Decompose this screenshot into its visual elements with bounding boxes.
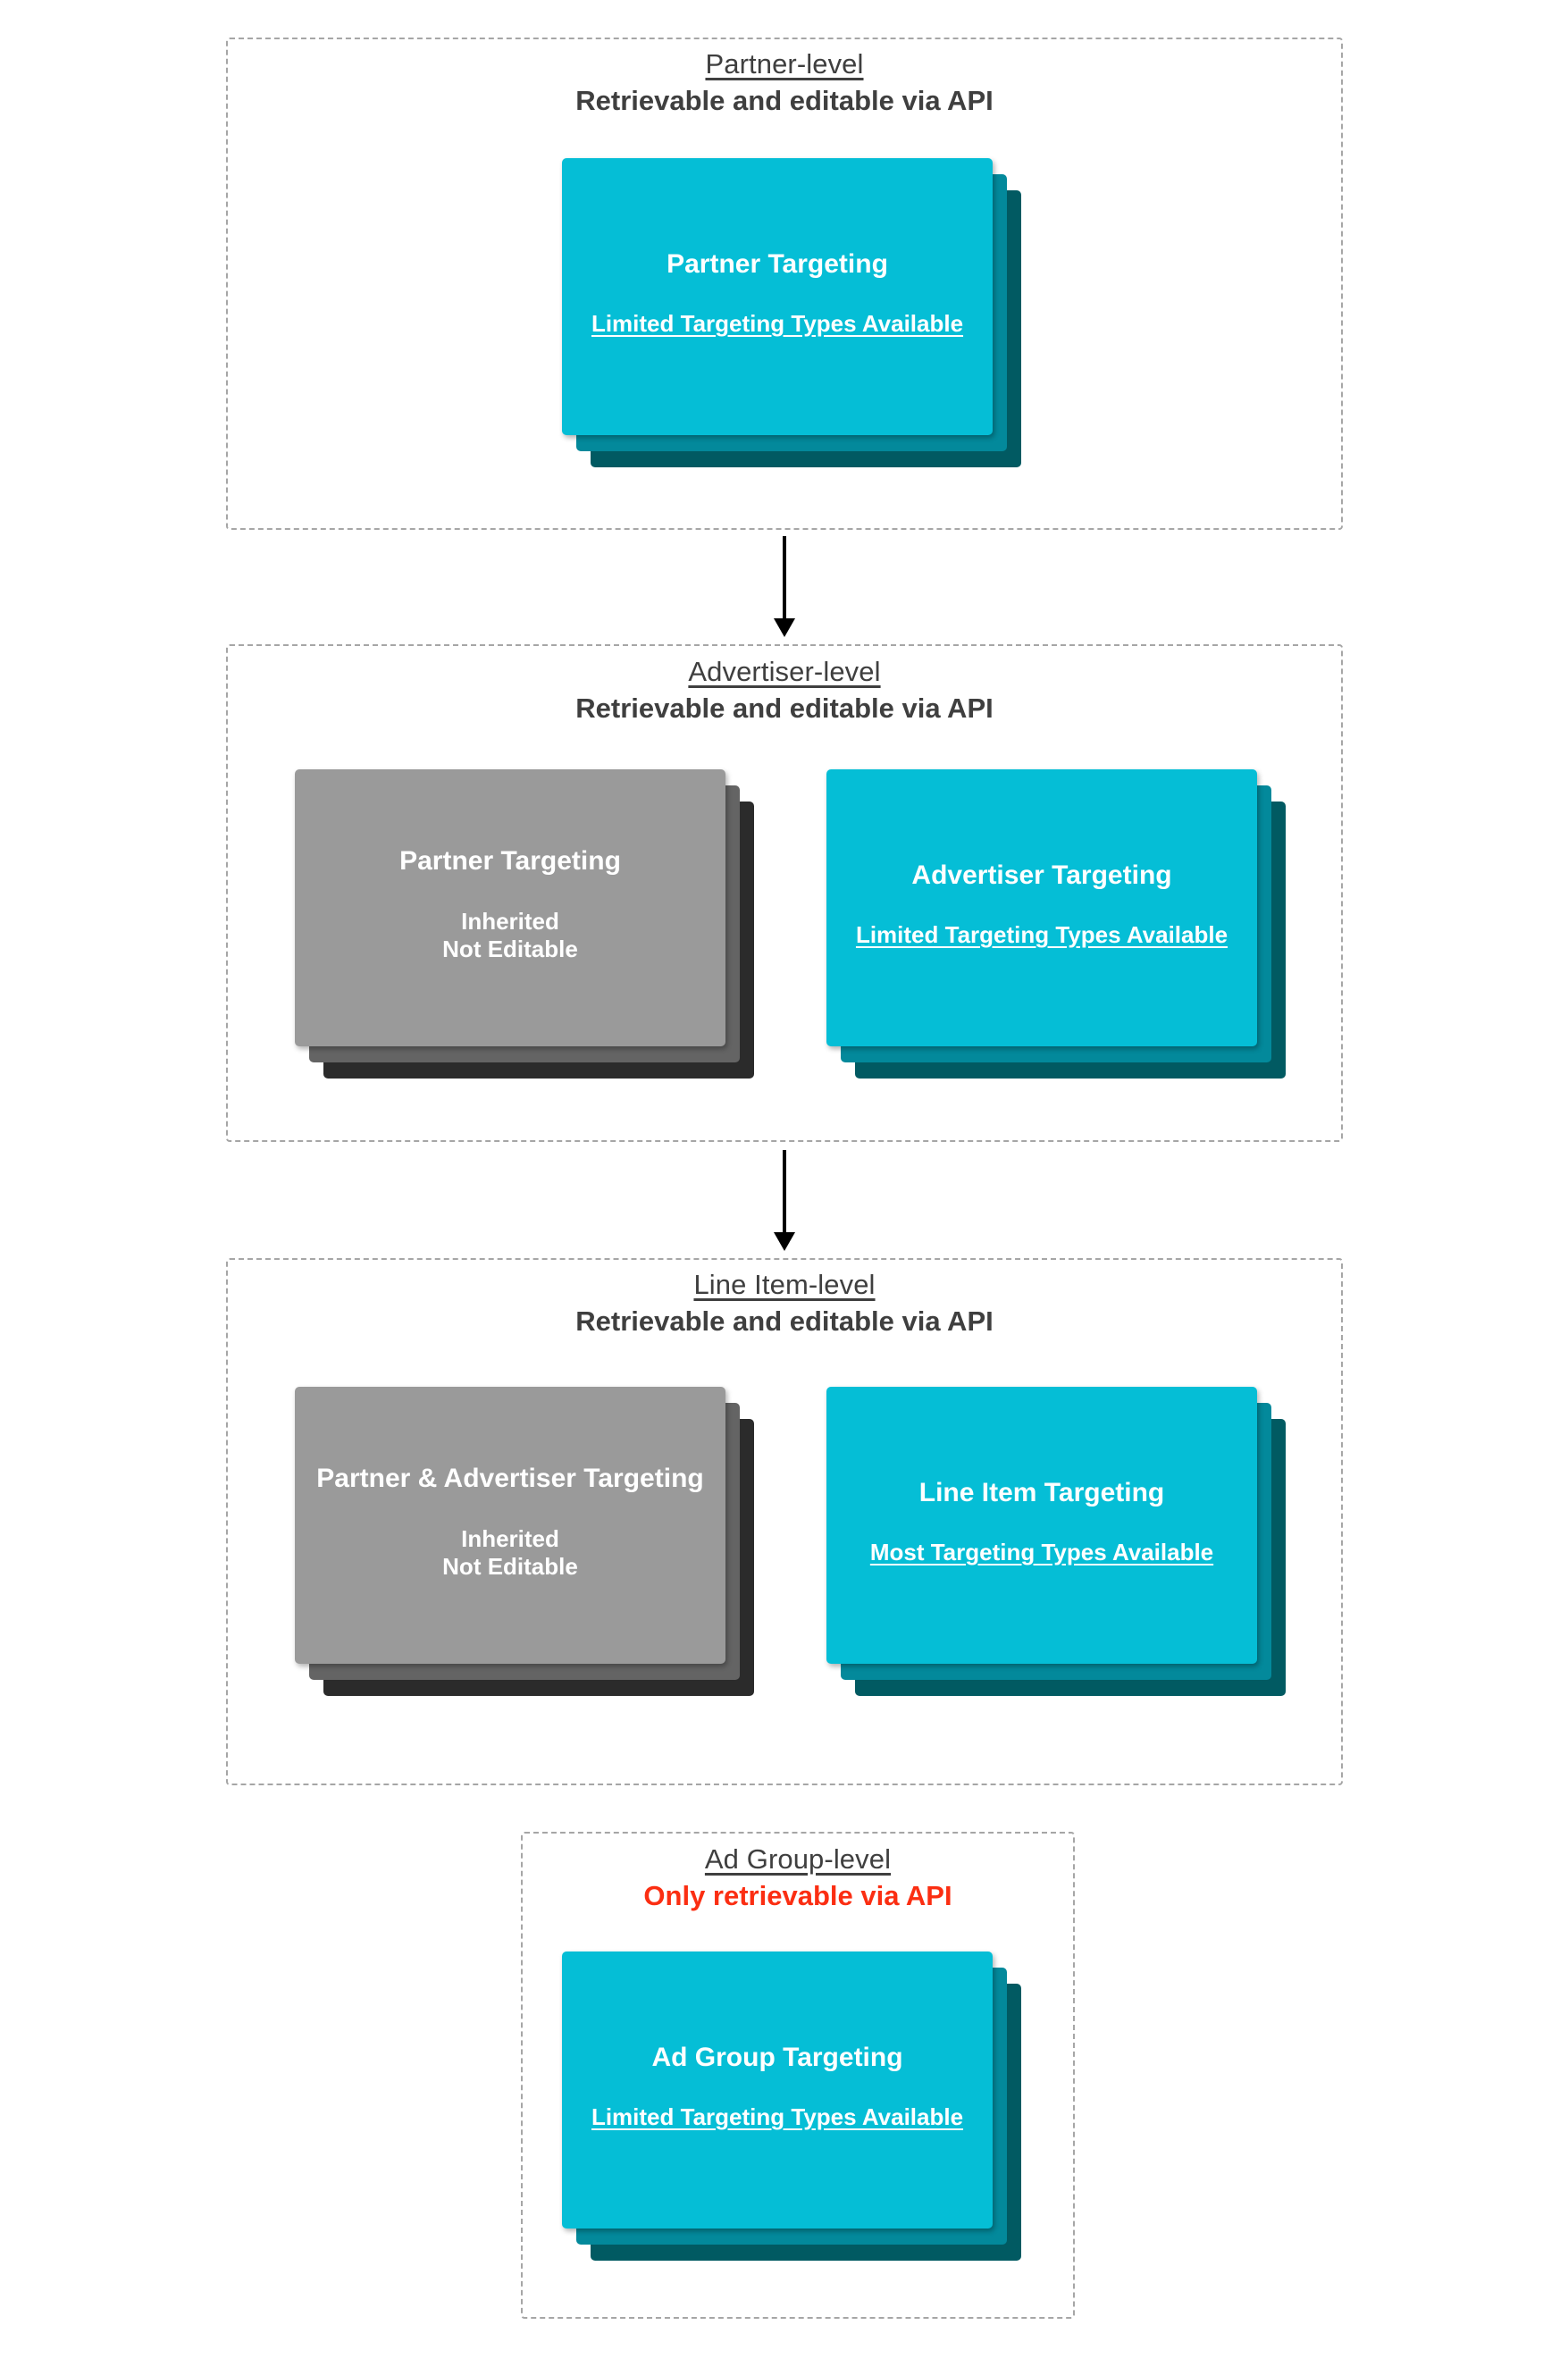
card-title: Advertiser Targeting	[911, 860, 1172, 890]
card-front-partner-targeting[interactable]: Partner Targeting Limited Targeting Type…	[562, 158, 993, 435]
arrow-shaft	[783, 1150, 786, 1232]
arrow-advertiser-to-line-item	[774, 1150, 795, 1251]
level-access-advertiser: Retrievable and editable via API	[575, 692, 994, 724]
level-name-line-item: Line Item-level	[693, 1269, 876, 1300]
arrow-head-icon	[774, 1232, 795, 1251]
level-heading-line-item: Line Item-level Retrievable and editable…	[226, 1269, 1343, 1337]
card-stack-partner-targeting[interactable]: Partner Targeting Limited Targeting Type…	[562, 158, 1021, 471]
level-heading-ad-group: Ad Group-level Only retrievable via API	[521, 1843, 1075, 1911]
level-box-line-item	[226, 1258, 1343, 1785]
card-title: Line Item Targeting	[918, 1477, 1165, 1507]
arrow-head-icon	[774, 618, 795, 637]
card-note: Inherited Not Editable	[442, 907, 578, 962]
card-front-advertiser-targeting[interactable]: Advertiser Targeting Limited Targeting T…	[826, 769, 1257, 1046]
card-title: Partner & Advertiser Targeting	[316, 1464, 704, 1494]
card-note: Limited Targeting Types Available	[855, 921, 1228, 949]
level-access-partner: Retrievable and editable via API	[575, 84, 994, 116]
level-heading-advertiser: Advertiser-level Retrievable and editabl…	[226, 656, 1343, 724]
level-access-ad-group: Only retrievable via API	[643, 1879, 952, 1911]
card-stack-advertiser-inherited[interactable]: Partner Targeting Inherited Not Editable	[295, 769, 754, 1082]
level-heading-partner: Partner-level Retrievable and editable v…	[226, 48, 1343, 116]
card-stack-line-item-targeting[interactable]: Line Item Targeting Most Targeting Types…	[826, 1387, 1286, 1700]
card-note: Limited Targeting Types Available	[591, 2103, 964, 2131]
level-name-advertiser: Advertiser-level	[688, 656, 881, 687]
arrow-partner-to-advertiser	[774, 536, 795, 637]
card-note: Limited Targeting Types Available	[591, 310, 964, 338]
card-stack-advertiser-targeting[interactable]: Advertiser Targeting Limited Targeting T…	[826, 769, 1286, 1082]
card-front-advertiser-inherited[interactable]: Partner Targeting Inherited Not Editable	[295, 769, 725, 1046]
card-note: Most Targeting Types Available	[869, 1539, 1214, 1566]
card-stack-line-item-inherited[interactable]: Partner & Advertiser Targeting Inherited…	[295, 1387, 754, 1700]
card-front-line-item-inherited[interactable]: Partner & Advertiser Targeting Inherited…	[295, 1387, 725, 1664]
level-name-partner: Partner-level	[705, 48, 864, 80]
card-title: Ad Group Targeting	[651, 2042, 903, 2072]
card-title: Partner Targeting	[399, 846, 621, 877]
card-front-line-item-targeting[interactable]: Line Item Targeting Most Targeting Types…	[826, 1387, 1257, 1664]
card-note: Inherited Not Editable	[442, 1524, 578, 1580]
card-front-ad-group-targeting[interactable]: Ad Group Targeting Limited Targeting Typ…	[562, 1952, 993, 2229]
level-access-line-item: Retrievable and editable via API	[575, 1305, 994, 1337]
card-title: Partner Targeting	[667, 248, 888, 279]
arrow-shaft	[783, 536, 786, 618]
level-box-advertiser	[226, 644, 1343, 1142]
level-name-ad-group: Ad Group-level	[704, 1843, 892, 1875]
card-stack-ad-group-targeting[interactable]: Ad Group Targeting Limited Targeting Typ…	[562, 1952, 1021, 2264]
level-box-partner	[226, 38, 1343, 530]
level-box-ad-group	[521, 1832, 1075, 2319]
